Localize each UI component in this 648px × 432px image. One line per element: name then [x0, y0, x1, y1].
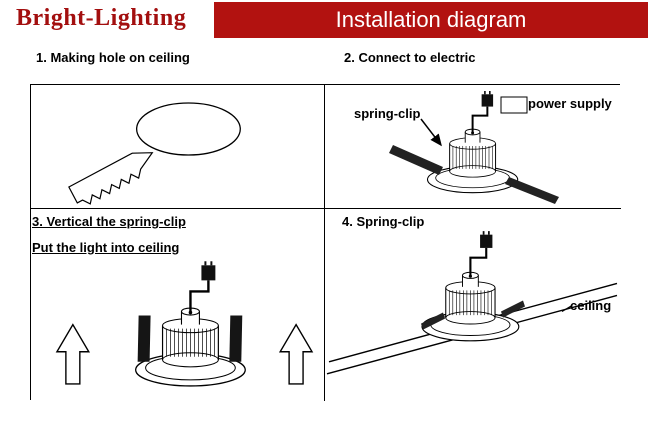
- step3-panel: [31, 209, 325, 401]
- step1-panel: [31, 85, 325, 209]
- title-banner: Installation diagram: [214, 2, 648, 38]
- power-supply-label: power supply: [528, 96, 612, 111]
- step3-label-line2: Put the light into ceiling: [32, 240, 180, 255]
- spring-clip-right: [505, 177, 559, 204]
- vertical-clip-drawing: [55, 260, 314, 388]
- brand-logo: Bright-Lighting: [16, 5, 187, 31]
- spring-clip-pointer-arrow: [420, 118, 442, 147]
- page-title: Installation diagram: [335, 7, 527, 32]
- diagram-grid: [30, 84, 621, 401]
- spring-clip-left: [421, 312, 445, 330]
- up-arrow-right: [278, 323, 314, 385]
- header: Bright-Lighting Installation diagram: [0, 0, 648, 42]
- hole-cutting-drawing: [68, 102, 241, 205]
- connect-electric-drawing: [389, 90, 559, 204]
- downlight-icon: [420, 230, 520, 342]
- saw-icon: [68, 152, 154, 205]
- installed-in-ceiling-drawing: [326, 230, 618, 375]
- spring-clip-label: spring-clip: [354, 106, 421, 121]
- spring-clip-right: [501, 300, 525, 318]
- ceiling-hole: [135, 102, 241, 156]
- step3-label-line1: 3. Vertical the spring-clip: [32, 214, 186, 229]
- step2-label: 2. Connect to electric: [344, 50, 476, 65]
- step4-label: 4. Spring-clip: [342, 214, 425, 229]
- up-arrow-left: [55, 323, 91, 385]
- spring-clip-left: [137, 315, 151, 362]
- step1-label: 1. Making hole on ceiling: [36, 50, 190, 65]
- step4-panel: [325, 209, 621, 401]
- ceiling-label: ceiling: [570, 298, 612, 313]
- step2-panel: [325, 85, 621, 209]
- power-supply-box: [500, 96, 528, 114]
- spring-clip-right: [229, 315, 243, 362]
- downlight-icon: [134, 260, 247, 388]
- spring-clip-left: [389, 145, 443, 175]
- ceiling-pointer-line: [561, 304, 573, 313]
